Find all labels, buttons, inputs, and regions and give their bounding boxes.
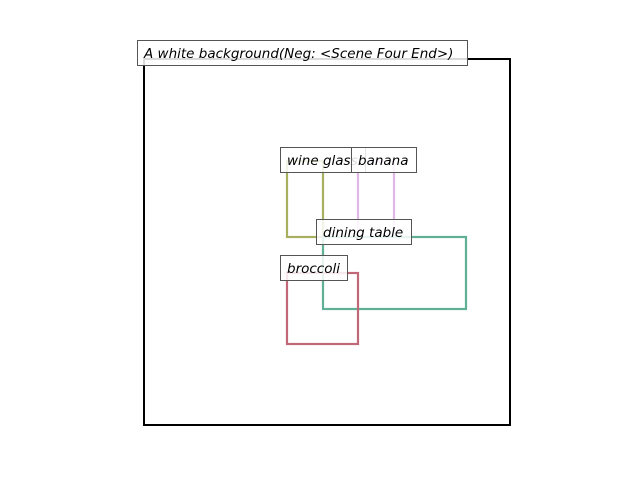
label-banana: banana bbox=[351, 147, 417, 173]
label-dining-table: dining table bbox=[316, 219, 412, 245]
label-broccoli: broccoli bbox=[280, 255, 348, 281]
scene-caption: A white background(Neg: <Scene Four End>… bbox=[137, 40, 468, 66]
